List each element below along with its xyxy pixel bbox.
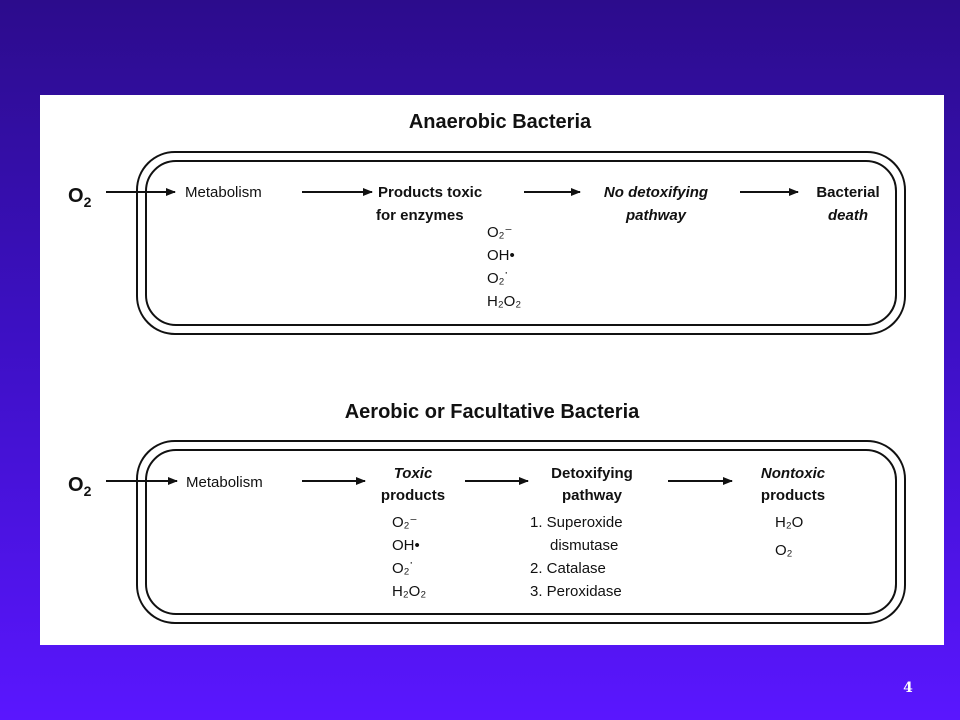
aerobic-enzyme-list: 1. Superoxide dismutase 2. Catalase 3. P… — [530, 514, 623, 600]
aerobic-detox-line1: Detoxifying — [551, 465, 633, 482]
anaerobic-metabolism-label: Metabolism — [185, 184, 262, 201]
anaerobic-toxic-label-line1: Products toxic — [378, 184, 482, 201]
enzyme-superoxide: 1. Superoxide — [530, 514, 623, 531]
product-water: H₂O — [775, 514, 803, 531]
aerobic-product-list: H₂O O₂ — [775, 514, 803, 559]
aerobic-toxic-line2: products — [381, 487, 445, 504]
diagram-panel: Anaerobic Bacteria O2 Metabolism Product… — [40, 95, 944, 645]
oxygen-toxicity-diagram: Anaerobic Bacteria O2 Metabolism Product… — [68, 111, 906, 624]
anaerobic-species-superoxide: O₂⁻ — [487, 224, 512, 241]
anaerobic-result-line1: Bacterial — [816, 184, 879, 201]
product-oxygen: O₂ — [775, 542, 793, 559]
enzyme-peroxidase: 3. Peroxidase — [530, 583, 622, 600]
aerobic-species-list: O₂⁻ OH• O₂˙ H₂O₂ — [392, 514, 426, 600]
page-number: 4 — [903, 680, 913, 696]
aerobic-species-hydrogen-peroxide: H₂O₂ — [392, 583, 426, 600]
aerobic-species-singlet-oxygen: O₂˙ — [392, 560, 415, 577]
aerobic-toxic-line1: Toxic — [394, 465, 433, 482]
aerobic-metabolism-label: Metabolism — [186, 474, 263, 491]
anaerobic-no-detox-line1: No detoxifying — [604, 184, 708, 201]
aerobic-nontoxic-line2: products — [761, 487, 825, 504]
aerobic-nontoxic-line1: Nontoxic — [761, 465, 826, 482]
anaerobic-species-hydrogen-peroxide: H₂O₂ — [487, 293, 521, 310]
enzyme-superoxide-cont: dismutase — [550, 537, 618, 554]
anaerobic-result-line2: death — [828, 207, 868, 224]
anaerobic-cell-outline — [136, 151, 906, 335]
enzyme-catalase: 2. Catalase — [530, 560, 606, 577]
anaerobic-oxygen-input: O2 — [68, 185, 92, 210]
anaerobic-species-hydroxyl: OH• — [487, 247, 515, 264]
anaerobic-title: Anaerobic Bacteria — [409, 111, 592, 133]
aerobic-oxygen-input: O2 — [68, 474, 92, 499]
aerobic-cell-outline — [136, 440, 906, 624]
anaerobic-toxic-label-line2: for enzymes — [376, 207, 464, 224]
anaerobic-species-singlet-oxygen: O₂˙ — [487, 270, 510, 287]
aerobic-species-superoxide: O₂⁻ — [392, 514, 417, 531]
aerobic-detox-line2: pathway — [562, 487, 623, 504]
aerobic-species-hydroxyl: OH• — [392, 537, 420, 554]
anaerobic-species-list: O₂⁻ OH• O₂˙ H₂O₂ — [487, 224, 521, 310]
anaerobic-no-detox-line2: pathway — [625, 207, 687, 224]
aerobic-title: Aerobic or Facultative Bacteria — [345, 401, 640, 423]
